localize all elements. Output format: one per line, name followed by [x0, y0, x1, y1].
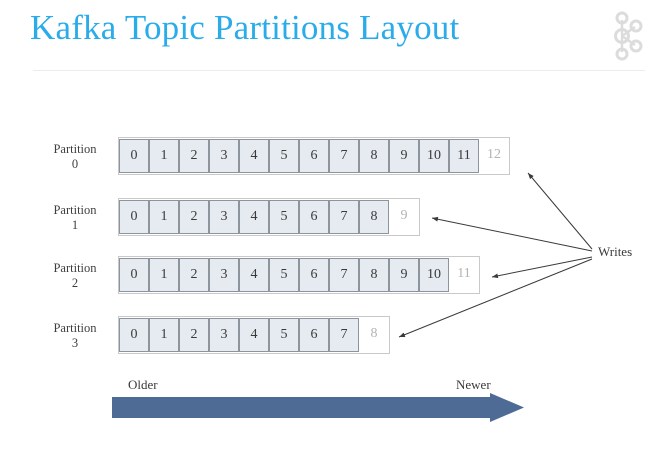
partition-cell-empty: 11 — [449, 257, 479, 291]
partition-label-name: Partition — [53, 203, 97, 217]
partition-label-index: 0 — [71, 157, 79, 171]
partition-cell-filled: 4 — [239, 200, 269, 234]
partition-label: Partition 2 — [40, 261, 110, 291]
partition-cell-filled: 5 — [269, 139, 299, 173]
page-title: Kafka Topic Partitions Layout — [30, 8, 460, 47]
partition-cell-filled: 4 — [239, 258, 269, 292]
partition-label-index: 1 — [71, 218, 79, 232]
partition-cell-filled: 0 — [119, 139, 149, 173]
header-divider — [33, 70, 645, 71]
partition-label: Partition 3 — [40, 321, 110, 351]
partition-cell-empty: 9 — [389, 199, 419, 233]
partition-cell-filled: 2 — [179, 139, 209, 173]
partition-cell-filled: 6 — [299, 318, 329, 352]
partition-cell-filled: 8 — [359, 139, 389, 173]
partition-cell-filled: 6 — [299, 139, 329, 173]
partition-cell-filled: 0 — [119, 258, 149, 292]
kafka-logo-icon — [606, 10, 646, 62]
partition-cell-filled: 9 — [389, 139, 419, 173]
partition-cell-filled: 2 — [179, 258, 209, 292]
partition-cell-filled: 1 — [149, 200, 179, 234]
partition-cell-filled: 4 — [239, 139, 269, 173]
partition-cell-filled: 7 — [329, 318, 359, 352]
partition-cell-filled: 1 — [149, 139, 179, 173]
partition-cell-filled: 2 — [179, 200, 209, 234]
timeline-arrow-icon — [112, 393, 524, 425]
partition-label-name: Partition — [53, 142, 97, 156]
partition-label-name: Partition — [53, 261, 97, 275]
partition-label-index: 3 — [71, 336, 79, 350]
partition-cell-filled: 7 — [329, 139, 359, 173]
partition-cell-filled: 10 — [419, 258, 449, 292]
partition-cell-filled: 6 — [299, 200, 329, 234]
partition-label: Partition 1 — [40, 203, 110, 233]
partition-label-index: 2 — [71, 276, 79, 290]
partition-cell-filled: 5 — [269, 258, 299, 292]
partition-cell-filled: 6 — [299, 258, 329, 292]
partition-cell-filled: 10 — [419, 139, 449, 173]
partition-cell-filled: 4 — [239, 318, 269, 352]
partition-cell-filled: 3 — [209, 200, 239, 234]
partition-cell-filled: 3 — [209, 139, 239, 173]
timeline-newer-label: Newer — [456, 377, 491, 392]
partition-cell-filled: 0 — [119, 318, 149, 352]
partition-cell-empty: 8 — [359, 317, 389, 351]
timeline-older-label: Older — [128, 377, 158, 392]
partition-cell-filled: 9 — [389, 258, 419, 292]
partition-cell-filled: 11 — [449, 139, 479, 173]
partition-cell-filled: 8 — [359, 258, 389, 292]
partition-label-name: Partition — [53, 321, 97, 335]
partition-cell-filled: 3 — [209, 318, 239, 352]
partition-cell-empty: 12 — [479, 138, 509, 172]
partition-cell-filled: 7 — [329, 200, 359, 234]
partition-label: Partition 0 — [40, 142, 110, 172]
partition-cell-filled: 2 — [179, 318, 209, 352]
partition-cell-filled: 3 — [209, 258, 239, 292]
partition-cell-filled: 5 — [269, 318, 299, 352]
partition-cell-filled: 7 — [329, 258, 359, 292]
writes-label: Writes — [598, 244, 633, 259]
partition-cell-filled: 8 — [359, 200, 389, 234]
partition-cell-filled: 5 — [269, 200, 299, 234]
partition-cell-filled: 1 — [149, 258, 179, 292]
partition-cell-filled: 0 — [119, 200, 149, 234]
partition-cell-filled: 1 — [149, 318, 179, 352]
